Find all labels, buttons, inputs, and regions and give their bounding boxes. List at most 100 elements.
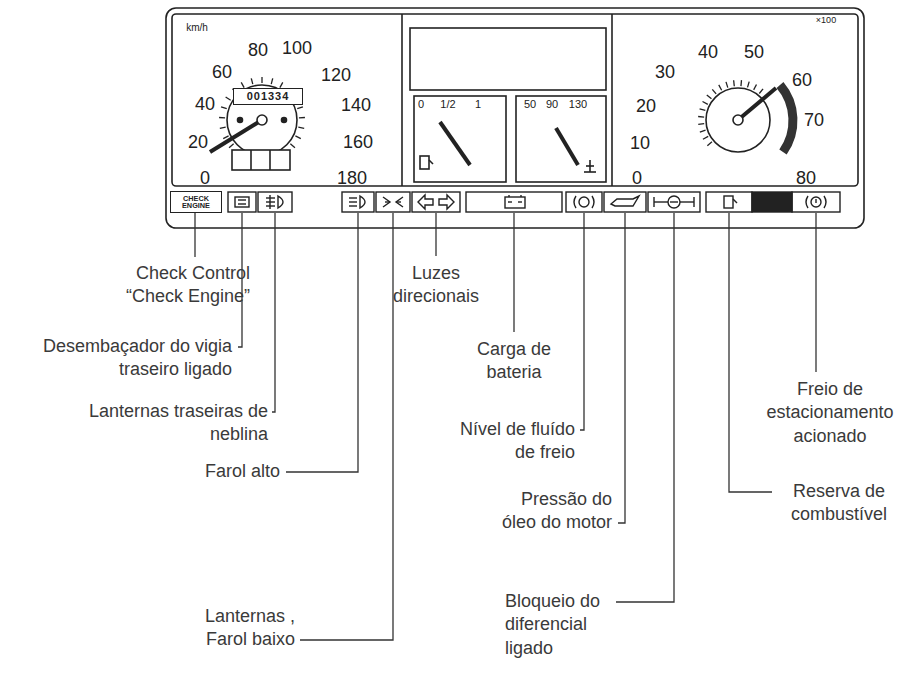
drawing-line [401,14,403,186]
scale-tick [219,117,225,119]
scale-tick [719,85,722,90]
scale-number: 80 [796,169,816,187]
scale-tick [700,109,706,111]
drawing-rect [232,150,290,170]
scale-number: 0 [200,169,210,187]
drawing-rect [228,192,256,212]
scale-tick [698,116,704,118]
scale-tick [700,130,706,132]
drawing-rect [505,197,525,208]
drawing-rect [235,197,249,207]
callout-label: Check Control “Check Engine” [90,262,250,309]
drawing-path [383,197,403,207]
scale-number: 40 [195,95,215,113]
drawing-line [210,120,262,152]
scale-tick [280,82,283,87]
drawing-line [693,197,694,207]
scale-tick [707,142,712,146]
scale-tick [220,127,226,128]
drawing-rect [376,192,410,212]
drawing-polyline [580,213,584,430]
scale-number: 30 [655,63,675,81]
scale-number: 0 [418,99,424,110]
drawing-rect [724,196,733,208]
drawing-polyline [194,213,195,257]
drawing-line [349,205,357,206]
callout-label: Freio de estacionamento acionado [760,378,900,448]
drawing-line [815,199,816,203]
scale-tick [698,123,704,125]
scale-tick [226,97,231,100]
drawing-line [396,201,401,202]
drawing-path [278,196,283,208]
scale-tick [740,80,742,86]
callout-label: Reserva de combustível [774,480,904,527]
drawing-rect [414,96,506,182]
drawing-circle [733,115,743,125]
callout-label: Bloqueio do diferencial ligado [505,590,615,660]
drawing-polyline [272,213,275,412]
scale-number: 160 [343,133,373,151]
drawing-rect [172,14,858,186]
drawing-path [806,196,826,208]
drawing-rect [516,96,606,182]
scale-number: 10 [630,134,650,152]
scale-number: 130 [569,99,587,110]
scale-number: 120 [321,66,351,84]
drawing-polyline [729,213,772,492]
scale-number: 20 [188,133,208,151]
drawing-rect [706,192,752,212]
drawing-circle [282,118,287,123]
scale-tick [297,107,303,109]
drawing-circle [706,88,770,152]
warning-lights [228,192,840,212]
panel-housing [166,8,864,228]
callout-label: Carga de bateria [459,338,569,385]
scale-number: 80 [248,41,268,59]
drawing-rect [410,28,606,90]
drawing-path [780,85,793,152]
drawing-line [250,150,252,170]
scale-tick [754,85,757,90]
scale-tick [223,136,228,139]
box-text: CHECK ENGINE [171,195,221,210]
drawing-line [586,165,594,167]
box-text: 001334 [247,91,290,102]
drawing-line [508,201,512,202]
callout-label: Lanternas traseiras de neblina [88,400,268,447]
scale-number: 60 [212,63,232,81]
callout-label: Desembaçador do vigia traseiro ligado [42,335,232,382]
unit-label: km/h [186,23,208,33]
drawing-rect [342,192,374,212]
drawing-line [518,201,522,202]
odometer-box: 001334 [233,88,303,105]
scale-number: 1/2 [440,99,455,110]
scale-number: 0 [632,169,642,187]
scale-number: 70 [804,111,824,129]
drawing-rect [648,192,700,212]
drawing-rect [466,192,562,212]
scale-tick [712,89,716,94]
drawing-circle [238,118,243,123]
scale-number: 100 [282,39,312,57]
drawing-rect [566,192,602,212]
scale-tick [295,136,300,139]
scale-number: 50 [744,43,764,61]
drawing-path [439,195,454,209]
scale-tick [298,127,304,128]
drawing-rect [412,192,460,212]
scale-number: 60 [792,71,812,89]
unit-label: ×100 [816,16,836,25]
scale-tick [748,82,750,88]
drawing-polyline [618,213,625,523]
scale-tick [703,102,708,105]
drawing-line [520,195,521,197]
scale-tick [703,136,708,139]
drawing-line [508,195,509,197]
callout-label: Pressão do óleo do motor [482,488,612,535]
drawing-line [349,197,357,198]
drawing-circle [811,197,821,207]
drawing-line [653,197,654,207]
callout-label: Lanternas , Farol baixo [185,605,295,652]
